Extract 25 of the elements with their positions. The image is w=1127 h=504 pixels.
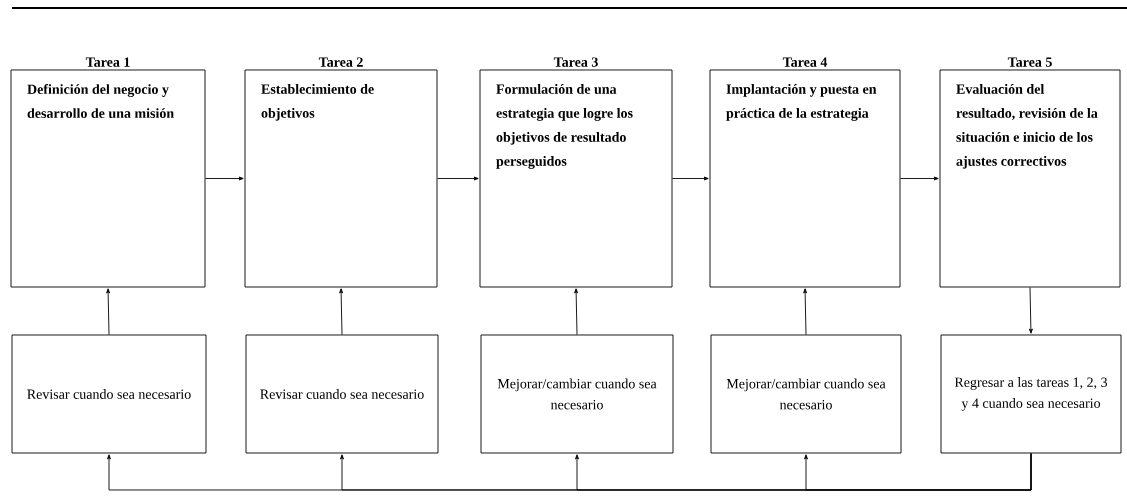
action-box: Regresar a las tareas 1, 2, 3 y 4 cuando sea necesario: [940, 334, 1122, 454]
task-box: Evaluación del resultado, revisión de la situación e inicio de los ajustes correctivos: [939, 69, 1121, 288]
arrow: [804, 453, 1032, 491]
arrow: [900, 176, 939, 181]
task-heading: Tarea 5: [1007, 57, 1052, 67]
arrow: [205, 176, 244, 181]
action-box: Revisar cuando sea necesario: [11, 334, 207, 454]
task-box: Formulación de una estrategia que logre los objetivos de resultado perseguidos: [479, 69, 673, 288]
task-heading: Tarea 4: [782, 57, 828, 67]
action-box: Mejorar/cambiar cuando sea necesario: [710, 334, 902, 454]
action-box: Revisar cuando sea necesario: [245, 334, 439, 454]
task-heading: Tarea 2: [318, 57, 363, 67]
task-heading: Tarea 3: [553, 57, 598, 67]
arrow: [437, 176, 479, 181]
task-box: Definición del negocio y desarrollo de una misión: [10, 69, 206, 288]
task-box: Establecimiento de objetivos: [244, 69, 438, 288]
arrow: [1028, 287, 1033, 334]
task-heading: Tarea 1: [85, 57, 130, 67]
arrow: [574, 288, 579, 335]
action-box: Mejorar/cambiar cuando sea necesario: [480, 334, 674, 454]
arrow: [803, 288, 808, 335]
task-box: Implantación y puesta en práctica de la estrategia: [709, 69, 901, 288]
arrow: [339, 288, 344, 335]
arrow: [672, 176, 709, 181]
arrow: [106, 288, 111, 335]
